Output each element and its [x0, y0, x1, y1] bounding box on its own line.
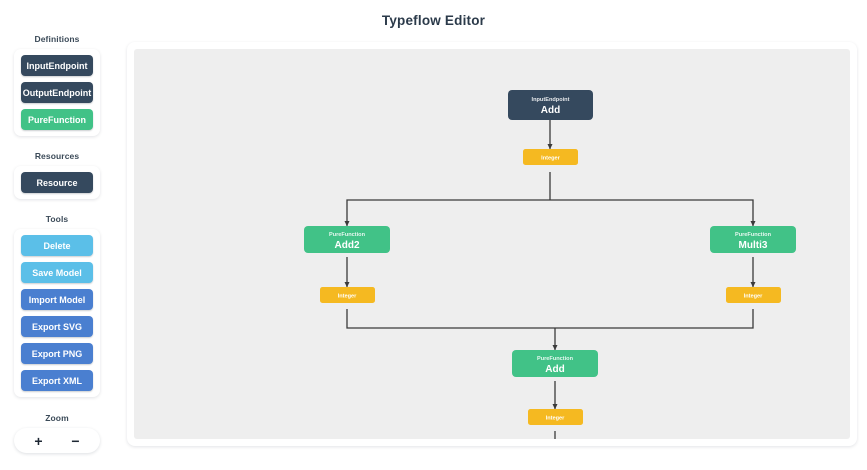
sidebar-spacer-2 — [0, 199, 114, 214]
save-model-button[interactable]: Save Model — [21, 262, 93, 283]
edge-integer1-to-add2 — [344, 199, 550, 227]
node-type-label: InputEndpoint — [532, 97, 570, 103]
node-name-label: Add — [545, 364, 564, 375]
port-integer-4[interactable]: Integer — [528, 409, 583, 425]
node-type-label: PureFunction — [735, 232, 772, 238]
edge-integer3-merge — [555, 309, 754, 329]
port-body — [726, 287, 781, 303]
palette-item-inputendpoint[interactable]: InputEndpoint — [21, 55, 93, 76]
port-label: Integer — [546, 416, 565, 422]
sidebar-section-tools: Tools Delete Save Model Import Model Exp… — [0, 214, 114, 397]
palette-item-purefunction[interactable]: PureFunction — [21, 109, 93, 130]
definitions-palette: InputEndpoint OutputEndpoint PureFunctio… — [14, 49, 100, 136]
node-name-label: Add — [541, 105, 560, 116]
tools-palette: Delete Save Model Import Model Export SV… — [14, 229, 100, 397]
port-label: Integer — [744, 294, 763, 300]
palette-item-resource[interactable]: Resource — [21, 172, 93, 193]
export-svg-button[interactable]: Export SVG — [21, 316, 93, 337]
graph-svg[interactable]: InputEndpoint Add Integer PureFunction A… — [134, 49, 850, 439]
zoom-controls: Zoom + − — [0, 413, 114, 453]
port-label: Integer — [541, 156, 560, 162]
export-png-button[interactable]: Export PNG — [21, 343, 93, 364]
port-integer-2[interactable]: Integer — [320, 287, 375, 303]
export-xml-button[interactable]: Export XML — [21, 370, 93, 391]
node-name-label: Multi3 — [739, 240, 768, 251]
node-name-label: Add2 — [335, 240, 360, 251]
node-body — [304, 226, 390, 253]
sidebar-section-definitions: Definitions InputEndpoint OutputEndpoint… — [0, 34, 114, 136]
palette-item-outputendpoint[interactable]: OutputEndpoint — [21, 82, 93, 103]
node-purefunction-add[interactable]: PureFunction Add — [512, 350, 598, 377]
sidebar-section-resources: Resources Resource — [0, 151, 114, 199]
sidebar: Definitions InputEndpoint OutputEndpoint… — [0, 34, 114, 453]
node-inputendpoint-add[interactable]: InputEndpoint Add — [508, 90, 593, 120]
node-body — [512, 350, 598, 377]
zoom-out-button[interactable]: − — [71, 432, 80, 449]
node-purefunction-multi3[interactable]: PureFunction Multi3 — [710, 226, 796, 253]
port-body — [528, 409, 583, 425]
graph-canvas-card[interactable]: InputEndpoint Add Integer PureFunction A… — [127, 42, 857, 446]
zoom-pill: + − — [14, 428, 100, 453]
sidebar-spacer — [0, 136, 114, 151]
port-integer-1[interactable]: Integer — [523, 149, 578, 165]
port-integer-3[interactable]: Integer — [726, 287, 781, 303]
edge-integer1-to-multi3 — [550, 199, 756, 227]
node-type-label: PureFunction — [329, 232, 366, 238]
port-label: Integer — [338, 294, 357, 300]
delete-button[interactable]: Delete — [21, 235, 93, 256]
node-type-label: PureFunction — [537, 356, 574, 362]
port-body — [523, 149, 578, 165]
node-purefunction-add2[interactable]: PureFunction Add2 — [304, 226, 390, 253]
section-label-resources: Resources — [34, 151, 80, 161]
import-model-button[interactable]: Import Model — [21, 289, 93, 310]
section-label-zoom: Zoom — [45, 413, 69, 423]
graph-canvas[interactable]: InputEndpoint Add Integer PureFunction A… — [134, 49, 850, 439]
page-title: Typeflow Editor — [381, 13, 486, 28]
resources-palette: Resource — [14, 166, 100, 199]
node-body — [508, 90, 593, 120]
zoom-in-button[interactable]: + — [34, 432, 43, 449]
port-body — [320, 287, 375, 303]
section-label-definitions: Definitions — [34, 34, 80, 44]
section-label-tools: Tools — [45, 214, 69, 224]
edge-integer2-merge — [346, 309, 555, 329]
node-body — [710, 226, 796, 253]
